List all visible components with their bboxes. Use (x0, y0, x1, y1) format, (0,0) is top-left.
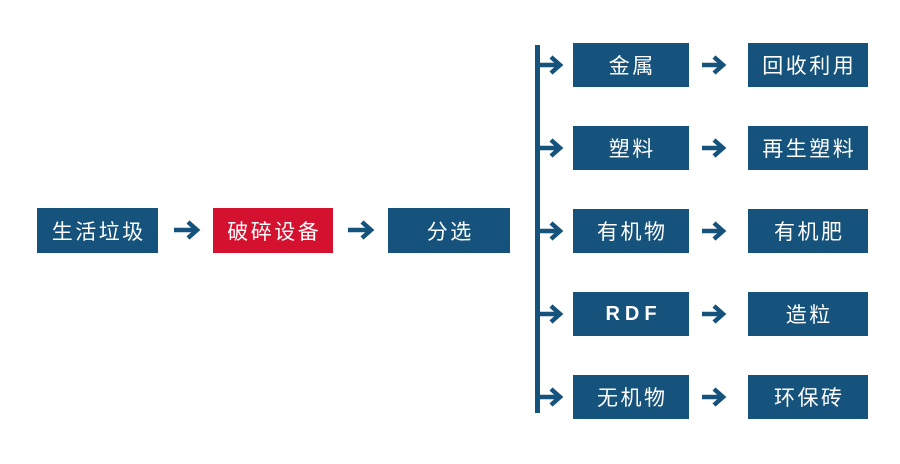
node-organic-fertilizer: 有机肥 (748, 209, 868, 253)
node-label: 环保砖 (774, 387, 845, 410)
arrow-right-icon (537, 387, 564, 407)
arrow-right-icon (537, 138, 564, 158)
node-label: 塑料 (608, 138, 656, 161)
node-label: 金属 (608, 55, 656, 78)
node-label: 造粒 (785, 304, 833, 327)
node-recycled-plastic: 再生塑料 (748, 126, 868, 170)
node-label: 回收利用 (762, 55, 857, 78)
node-label: 分选 (426, 220, 474, 244)
arrow-right-icon (537, 304, 564, 324)
arrow-right-icon (537, 55, 564, 75)
arrow-right-icon (702, 221, 727, 241)
node-recycling: 回收利用 (748, 43, 868, 87)
node-rdf: RDF (573, 292, 689, 336)
node-label: 破碎设备 (227, 220, 322, 244)
arrow-right-icon (702, 138, 727, 158)
node-household-waste: 生活垃圾 (37, 208, 158, 253)
node-eco-brick: 环保砖 (748, 375, 868, 419)
node-metal: 金属 (573, 43, 689, 87)
arrow-right-icon (702, 55, 727, 75)
arrow-right-icon (702, 304, 727, 324)
node-label: 再生塑料 (762, 138, 857, 161)
node-organic-matter: 有机物 (573, 209, 689, 253)
node-granulation: 造粒 (748, 292, 868, 336)
node-crushing-equipment: 破碎设备 (213, 208, 333, 253)
arrow-right-icon (174, 220, 201, 240)
arrow-right-icon (702, 387, 727, 407)
node-label: RDF (605, 302, 662, 325)
node-sorting: 分选 (388, 208, 510, 253)
arrow-right-icon (348, 220, 375, 240)
node-plastic: 塑料 (573, 126, 689, 170)
node-label: 有机肥 (774, 221, 845, 244)
node-label: 有机物 (597, 221, 668, 244)
node-label: 生活垃圾 (51, 220, 146, 244)
node-label: 无机物 (597, 387, 668, 410)
arrow-right-icon (537, 221, 564, 241)
node-inorganic-matter: 无机物 (573, 375, 689, 419)
